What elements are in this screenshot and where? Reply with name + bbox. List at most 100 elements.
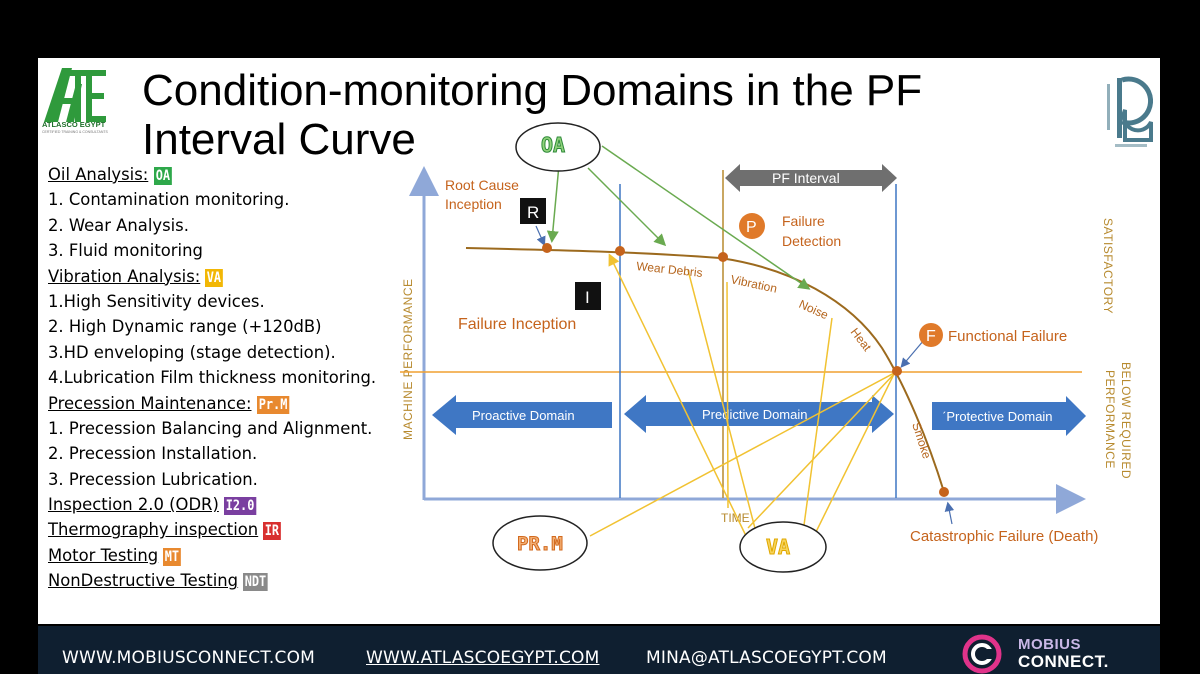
page-title: Condition-monitoring Domains in the PF I… xyxy=(142,66,923,164)
failure-inception-label: Failure Inception xyxy=(458,316,576,333)
technique-text: 2. Wear Analysis. xyxy=(48,215,189,235)
technique-text: Vibration Analysis: xyxy=(48,266,201,286)
proactive-domain-arrow xyxy=(432,395,612,435)
curve-label-wear-debris: Wear Debris xyxy=(636,259,704,280)
technique-tag: Pr.M xyxy=(256,395,289,414)
marker-f-circle xyxy=(919,323,943,347)
technique-item: 3. Fluid monitoring xyxy=(48,238,408,263)
technique-text: Oil Analysis: xyxy=(48,165,149,184)
inception-dot xyxy=(615,246,625,256)
root-cause-dot xyxy=(542,243,552,253)
right-label-satisfactory: SATISFACTORY xyxy=(1101,218,1115,314)
mobius-logo-icon xyxy=(962,634,1002,674)
technique-item: 3.HD enveloping (stage detection). xyxy=(48,340,408,365)
technique-item: 2. Wear Analysis. xyxy=(48,213,408,238)
logo-text: ATLASCO EGYPT xyxy=(42,120,106,129)
technique-text: 1. Contamination monitoring. xyxy=(48,190,290,210)
technique-text: 3. Precession Lubrication. xyxy=(48,469,258,489)
technique-tag: NDT xyxy=(243,573,269,592)
marker-i: I xyxy=(585,288,590,307)
va-line-wear xyxy=(687,269,759,541)
pf-interval-arrow xyxy=(725,164,897,192)
technique-text: Inspection 2.0 (ODR) xyxy=(48,495,219,515)
marker-r-box xyxy=(520,198,546,224)
technique-item: 1.High Sensitivity devices. xyxy=(48,289,408,314)
pf-interval-label: PF Interval xyxy=(772,170,840,186)
technique-item: 1. Contamination monitoring. xyxy=(48,187,408,212)
marker-r: R xyxy=(527,203,539,222)
footer-link-mobiusconnect[interactable]: WWW.MOBIUSCONNECT.COM xyxy=(62,648,316,668)
technique-heading: Precession Maintenance: Pr.M xyxy=(48,391,408,416)
y-axis-label: MACHINE PERFORMANCE xyxy=(401,278,415,440)
va-bubble xyxy=(739,521,827,573)
technique-tag: OA xyxy=(153,167,172,185)
pf-curve xyxy=(465,247,945,493)
technique-text: 4.Lubrication Film thickness monitoring. xyxy=(48,368,377,388)
technique-heading: NonDestructive Testing NDT xyxy=(48,568,408,593)
va-line-heat xyxy=(811,369,897,541)
footer-link-atlascoegypt[interactable]: WWW.ATLASCOEGYPT.COM xyxy=(366,648,600,668)
protective-domain-arrow xyxy=(932,396,1086,436)
failure-detection-label-1: Failure xyxy=(782,213,825,229)
technique-text: 1. Precession Balancing and Alignment. xyxy=(48,418,373,438)
technique-text: NonDestructive Testing xyxy=(48,571,239,591)
footer-bar: WWW.MOBIUSCONNECT.COM WWW.ATLASCOEGYPT.C… xyxy=(38,626,1160,674)
prm-bubble xyxy=(492,515,588,571)
oa-bubble xyxy=(515,122,601,172)
curve-label-heat: Heat xyxy=(848,325,875,354)
predictive-domain-label: Predictive Domain xyxy=(702,407,808,422)
f-dot xyxy=(892,366,902,376)
marker-i-box xyxy=(575,282,601,310)
technique-text: Thermography inspection xyxy=(48,520,259,540)
va-line-noise xyxy=(801,317,833,541)
mobius-connect-logo: MOBIUS CONNECT. xyxy=(960,630,1150,674)
functional-failure-label: Functional Failure xyxy=(948,328,1067,345)
technique-item: 2. Precession Installation. xyxy=(48,441,408,466)
oa-arrow-noise xyxy=(601,145,811,290)
marker-f: F xyxy=(926,328,936,345)
x-axis-label: TIME xyxy=(721,511,750,525)
va-line-prm xyxy=(589,371,897,537)
right-label-below-2: PERFORMANCE xyxy=(1103,370,1117,469)
catastrophic-dot xyxy=(939,487,949,497)
technique-heading: Oil Analysis: OA xyxy=(48,162,408,187)
technique-item: 4.Lubrication Film thickness monitoring. xyxy=(48,365,408,390)
va-line-inception xyxy=(608,253,749,541)
technique-item: 1. Precession Balancing and Alignment. xyxy=(48,416,408,441)
technique-text: Motor Testing xyxy=(48,545,159,565)
technique-tag: IR xyxy=(263,522,282,541)
va-line-f xyxy=(747,371,897,529)
technique-item: 2. High Dynamic range (+120dB) xyxy=(48,314,408,339)
technique-text: 2. Precession Installation. xyxy=(48,444,258,464)
academy-logo-icon xyxy=(1107,76,1154,147)
technique-heading: Thermography inspection IR xyxy=(48,517,408,542)
va-line-vibration xyxy=(726,281,729,509)
technique-tag: VA xyxy=(205,268,224,287)
proactive-domain-label: Proactive Domain xyxy=(472,408,575,423)
oa-arrow-wear xyxy=(587,167,667,247)
r-to-curve-arrow xyxy=(535,225,546,247)
failure-detection-label-2: Detection xyxy=(782,233,841,249)
technique-text: Precession Maintenance: xyxy=(48,393,252,413)
oa-bubble-label: OA xyxy=(541,133,565,157)
academy-logo xyxy=(1093,64,1154,154)
mobius-brand-2: CONNECT. xyxy=(1018,652,1109,671)
atlasco-logo: ATLASCO EGYPT CERTIFIED TRAINING & CONSU… xyxy=(40,64,112,136)
f-to-curve-arrow xyxy=(900,339,925,368)
technique-heading: Motor Testing MT xyxy=(48,543,408,568)
technique-list: Oil Analysis: OA 1. Contamination monitor… xyxy=(48,162,408,594)
va-bubble-label: VA xyxy=(766,535,790,559)
curve-label-smoke: Smoke xyxy=(909,421,934,461)
technique-heading: Inspection 2.0 (ODR) I2.0 xyxy=(48,492,408,517)
root-cause-label-1: Root Cause xyxy=(445,177,519,193)
technique-text: 3. Fluid monitoring xyxy=(48,241,203,261)
root-cause-label-2: Inception xyxy=(445,196,502,212)
footer-link-email[interactable]: MINA@ATLASCOEGYPT.COM xyxy=(646,648,887,668)
technique-item: 3. Precession Lubrication. xyxy=(48,467,408,492)
technique-text: 1.High Sensitivity devices. xyxy=(48,291,265,311)
mobius-brand-1: MOBIUS xyxy=(1018,636,1081,653)
p-dot xyxy=(718,252,728,262)
right-label-below-1: BELOW REQUIRED xyxy=(1119,362,1133,479)
protective-domain-label: ˊProtective Domain xyxy=(942,409,1053,424)
